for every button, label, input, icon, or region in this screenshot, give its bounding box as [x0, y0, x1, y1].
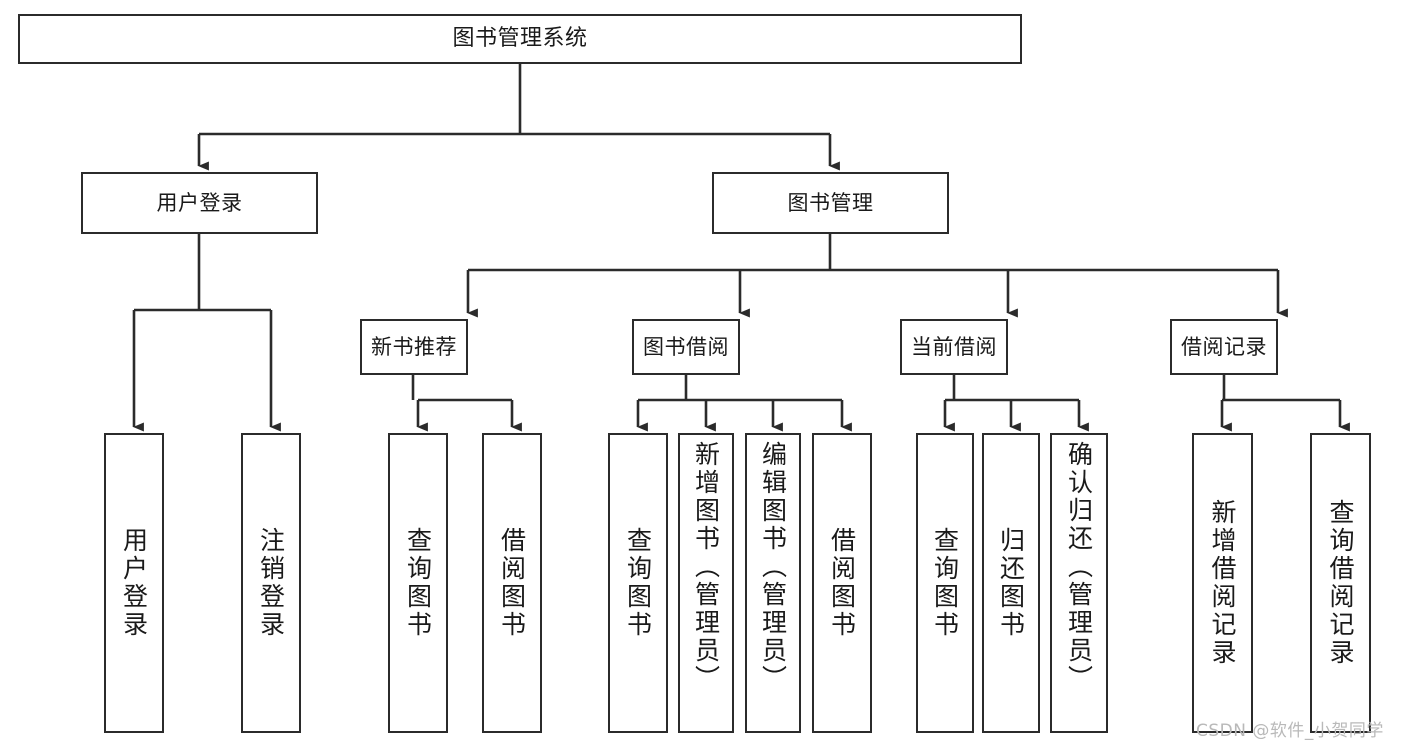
node-leaf-query-borrow-record[interactable]: 查询借阅记录	[1310, 433, 1371, 733]
node-label: 查询借阅记录	[1326, 499, 1355, 667]
node-label: 确认归还（管理员）	[1064, 441, 1094, 693]
csdn-watermark: CSDN @软件_小贺同学	[1196, 721, 1384, 741]
node-leaf-logout-login[interactable]: 注销登录	[241, 433, 301, 733]
node-label: 新增图书（管理员）	[691, 441, 721, 693]
node-label: 新增借阅记录	[1208, 499, 1237, 667]
node-root-book-management-system[interactable]: 图书管理系统	[18, 14, 1022, 64]
node-label: 借阅图书	[497, 527, 527, 639]
node-leaf-add-book-admin[interactable]: 新增图书（管理员）	[678, 433, 734, 733]
node-label: 查询图书	[623, 527, 653, 639]
node-label: 查询图书	[930, 527, 960, 639]
node-leaf-user-login[interactable]: 用户登录	[104, 433, 164, 733]
node-label: 当前借阅	[911, 334, 997, 359]
node-label: 注销登录	[256, 527, 286, 639]
node-leaf-query-book-borrow[interactable]: 查询图书	[608, 433, 668, 733]
node-label: 用户登录	[119, 527, 149, 639]
node-leaf-add-borrow-record[interactable]: 新增借阅记录	[1192, 433, 1253, 733]
node-leaf-edit-book-admin[interactable]: 编辑图书（管理员）	[745, 433, 801, 733]
node-book-borrow[interactable]: 图书借阅	[632, 319, 740, 375]
node-label: 归还图书	[996, 527, 1026, 639]
node-leaf-confirm-return-admin[interactable]: 确认归还（管理员）	[1050, 433, 1108, 733]
node-borrow-record[interactable]: 借阅记录	[1170, 319, 1278, 375]
node-label: 图书管理系统	[452, 26, 588, 52]
node-leaf-query-book-recommend[interactable]: 查询图书	[388, 433, 448, 733]
node-label: 查询图书	[403, 527, 433, 639]
node-label: 新书推荐	[371, 334, 457, 359]
node-label: 图书管理	[787, 190, 874, 215]
node-label: 借阅记录	[1181, 334, 1267, 359]
node-book-management[interactable]: 图书管理	[712, 172, 949, 234]
node-leaf-return-book[interactable]: 归还图书	[982, 433, 1040, 733]
node-leaf-borrow-book-recommend[interactable]: 借阅图书	[482, 433, 542, 733]
node-new-book-recommend[interactable]: 新书推荐	[360, 319, 468, 375]
node-leaf-borrow-book-borrow[interactable]: 借阅图书	[812, 433, 872, 733]
node-label: 编辑图书（管理员）	[758, 441, 788, 693]
node-current-borrow[interactable]: 当前借阅	[900, 319, 1008, 375]
node-label: 用户登录	[156, 190, 243, 215]
node-leaf-query-book-current[interactable]: 查询图书	[916, 433, 974, 733]
node-label: 借阅图书	[827, 527, 857, 639]
node-label: 图书借阅	[643, 334, 729, 359]
node-user-login[interactable]: 用户登录	[81, 172, 318, 234]
